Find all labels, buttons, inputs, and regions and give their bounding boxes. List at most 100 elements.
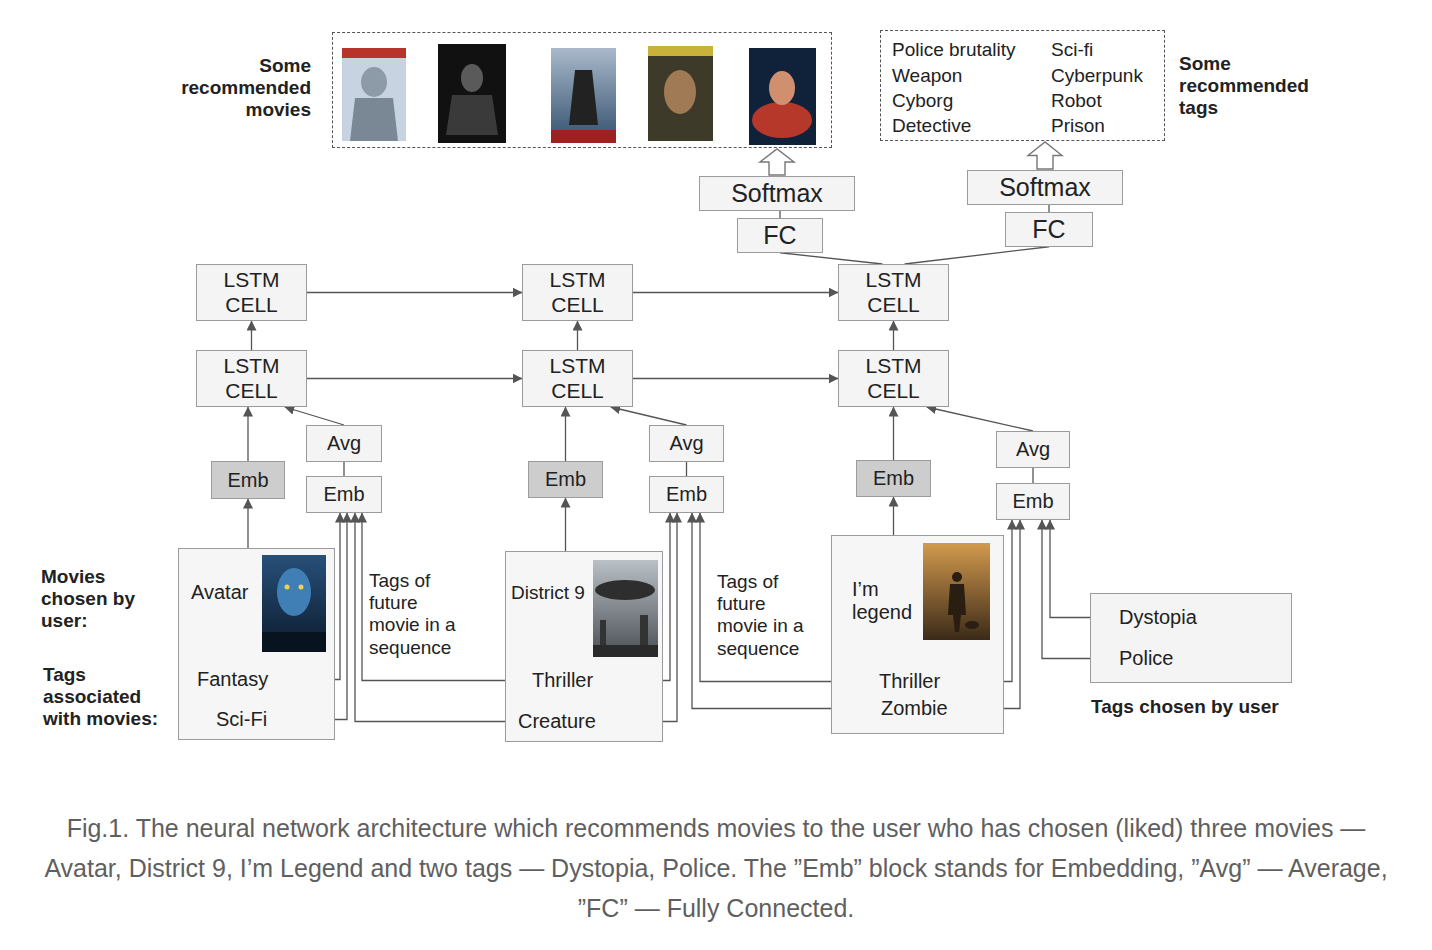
tag-embedding-box: Emb	[649, 476, 724, 513]
node-text: LSTM CELL	[542, 354, 614, 402]
i-am-legend-poster	[923, 543, 990, 640]
connector	[285, 407, 344, 425]
node-text: FC	[1032, 215, 1065, 244]
avg-box: Avg	[996, 431, 1070, 468]
connector-line	[335, 513, 340, 680]
connector-line	[307, 292, 522, 293]
connector	[893, 407, 894, 460]
node-text: Thriller	[532, 669, 593, 692]
connector-line	[893, 407, 894, 460]
connector-line	[362, 513, 505, 681]
node-text: LSTM CELL	[216, 354, 288, 402]
connector	[335, 513, 347, 720]
node-text: Dystopia	[1119, 606, 1197, 629]
connector-line	[565, 407, 566, 461]
connector-line	[611, 407, 687, 425]
node-text: Robot	[1051, 90, 1102, 112]
box-fill	[831, 535, 1004, 734]
node-text: FC	[763, 221, 796, 250]
connector	[633, 292, 838, 293]
connector-line	[355, 513, 505, 722]
connector-line	[1032, 468, 1033, 483]
node-text: Emb	[1012, 490, 1053, 513]
node-text: Avg	[669, 432, 703, 455]
connector	[780, 253, 882, 264]
node-text: Zombie	[881, 697, 948, 720]
connector	[927, 407, 1033, 431]
avatar-poster	[262, 555, 326, 652]
connector	[1033, 468, 1034, 483]
recommended-tags-box: Police brutalityWeaponCyborgDetectiveSci…	[880, 30, 1165, 141]
tag-embedding-box: Emb	[306, 476, 382, 513]
lstm-cell: LSTM CELL	[838, 350, 949, 407]
connector	[1042, 520, 1090, 659]
tag-embedding-box: Emb	[996, 483, 1070, 520]
connector-line	[565, 498, 566, 551]
legion-poster	[438, 44, 506, 143]
connector	[355, 513, 505, 722]
figure-caption: Fig.1. The neural network architecture w…	[30, 808, 1402, 928]
connector	[760, 149, 794, 175]
connector-line	[760, 149, 794, 175]
softmax-box: Softmax	[967, 170, 1123, 205]
node-text: Avg	[1016, 438, 1050, 461]
label-text: Movies chosen by user:	[41, 566, 146, 633]
node-text: Detective	[892, 115, 971, 137]
node-text: LSTM CELL	[858, 268, 930, 316]
connector	[1028, 142, 1062, 169]
connector-line	[335, 513, 347, 720]
connector-line	[307, 378, 522, 379]
node-text: Police brutality	[892, 39, 1016, 61]
connector-line	[247, 407, 248, 461]
node-text: Some recommended movies	[161, 55, 311, 121]
movie-embedding-box: Emb	[211, 461, 285, 499]
connector	[611, 407, 687, 425]
lstm-cell: LSTM CELL	[838, 264, 949, 321]
node-text: Fantasy	[197, 668, 268, 691]
connector-line	[692, 513, 831, 709]
lstm-cell: LSTM CELL	[196, 264, 307, 321]
node-text: Sci-fi	[1051, 39, 1093, 61]
node-text: Weapon	[892, 65, 962, 87]
node-text: LSTM CELL	[542, 268, 614, 316]
label-text: Tags of future movie in a sequence	[717, 571, 817, 660]
blade-runner-poster	[749, 48, 816, 145]
connector	[307, 378, 522, 379]
node-text: LSTM CELL	[216, 268, 288, 316]
box-fill	[178, 548, 335, 740]
node-text: Emb	[666, 483, 707, 506]
label-text: Tags associated with movies:	[43, 664, 178, 731]
connector	[686, 462, 687, 476]
node-text: Thriller	[879, 670, 940, 693]
connector	[248, 407, 249, 461]
node-text: Cyberpunk	[1051, 65, 1143, 87]
connector-line	[686, 462, 687, 476]
connector-line	[1028, 142, 1062, 169]
connector-line	[251, 321, 252, 350]
connector-line	[343, 462, 344, 476]
connector	[565, 407, 566, 461]
lstm-cell: LSTM CELL	[522, 264, 633, 321]
connector	[248, 499, 249, 548]
lstm-cell: LSTM CELL	[196, 350, 307, 407]
connector-line	[893, 321, 894, 350]
running-man-poster	[648, 46, 713, 141]
connector-line	[663, 513, 670, 681]
node-text: Some recommended tags	[1179, 53, 1321, 119]
connector	[893, 497, 894, 535]
box-fill	[505, 551, 663, 742]
connector-line	[285, 407, 344, 425]
connector	[1049, 205, 1050, 212]
node-text: District 9	[511, 582, 595, 604]
robocop-poster	[342, 48, 406, 141]
connector-line	[780, 253, 882, 264]
node-text: Softmax	[731, 179, 823, 208]
connector	[1004, 520, 1020, 709]
connector-line	[905, 247, 1049, 264]
node-text: Emb	[227, 469, 268, 492]
connector	[780, 211, 781, 218]
movie-box: I’m legendThrillerZombie	[831, 535, 1004, 734]
connector-line	[1048, 205, 1049, 212]
connector	[577, 321, 578, 350]
movie-box: AvatarFantasySci-Fi	[178, 548, 335, 740]
